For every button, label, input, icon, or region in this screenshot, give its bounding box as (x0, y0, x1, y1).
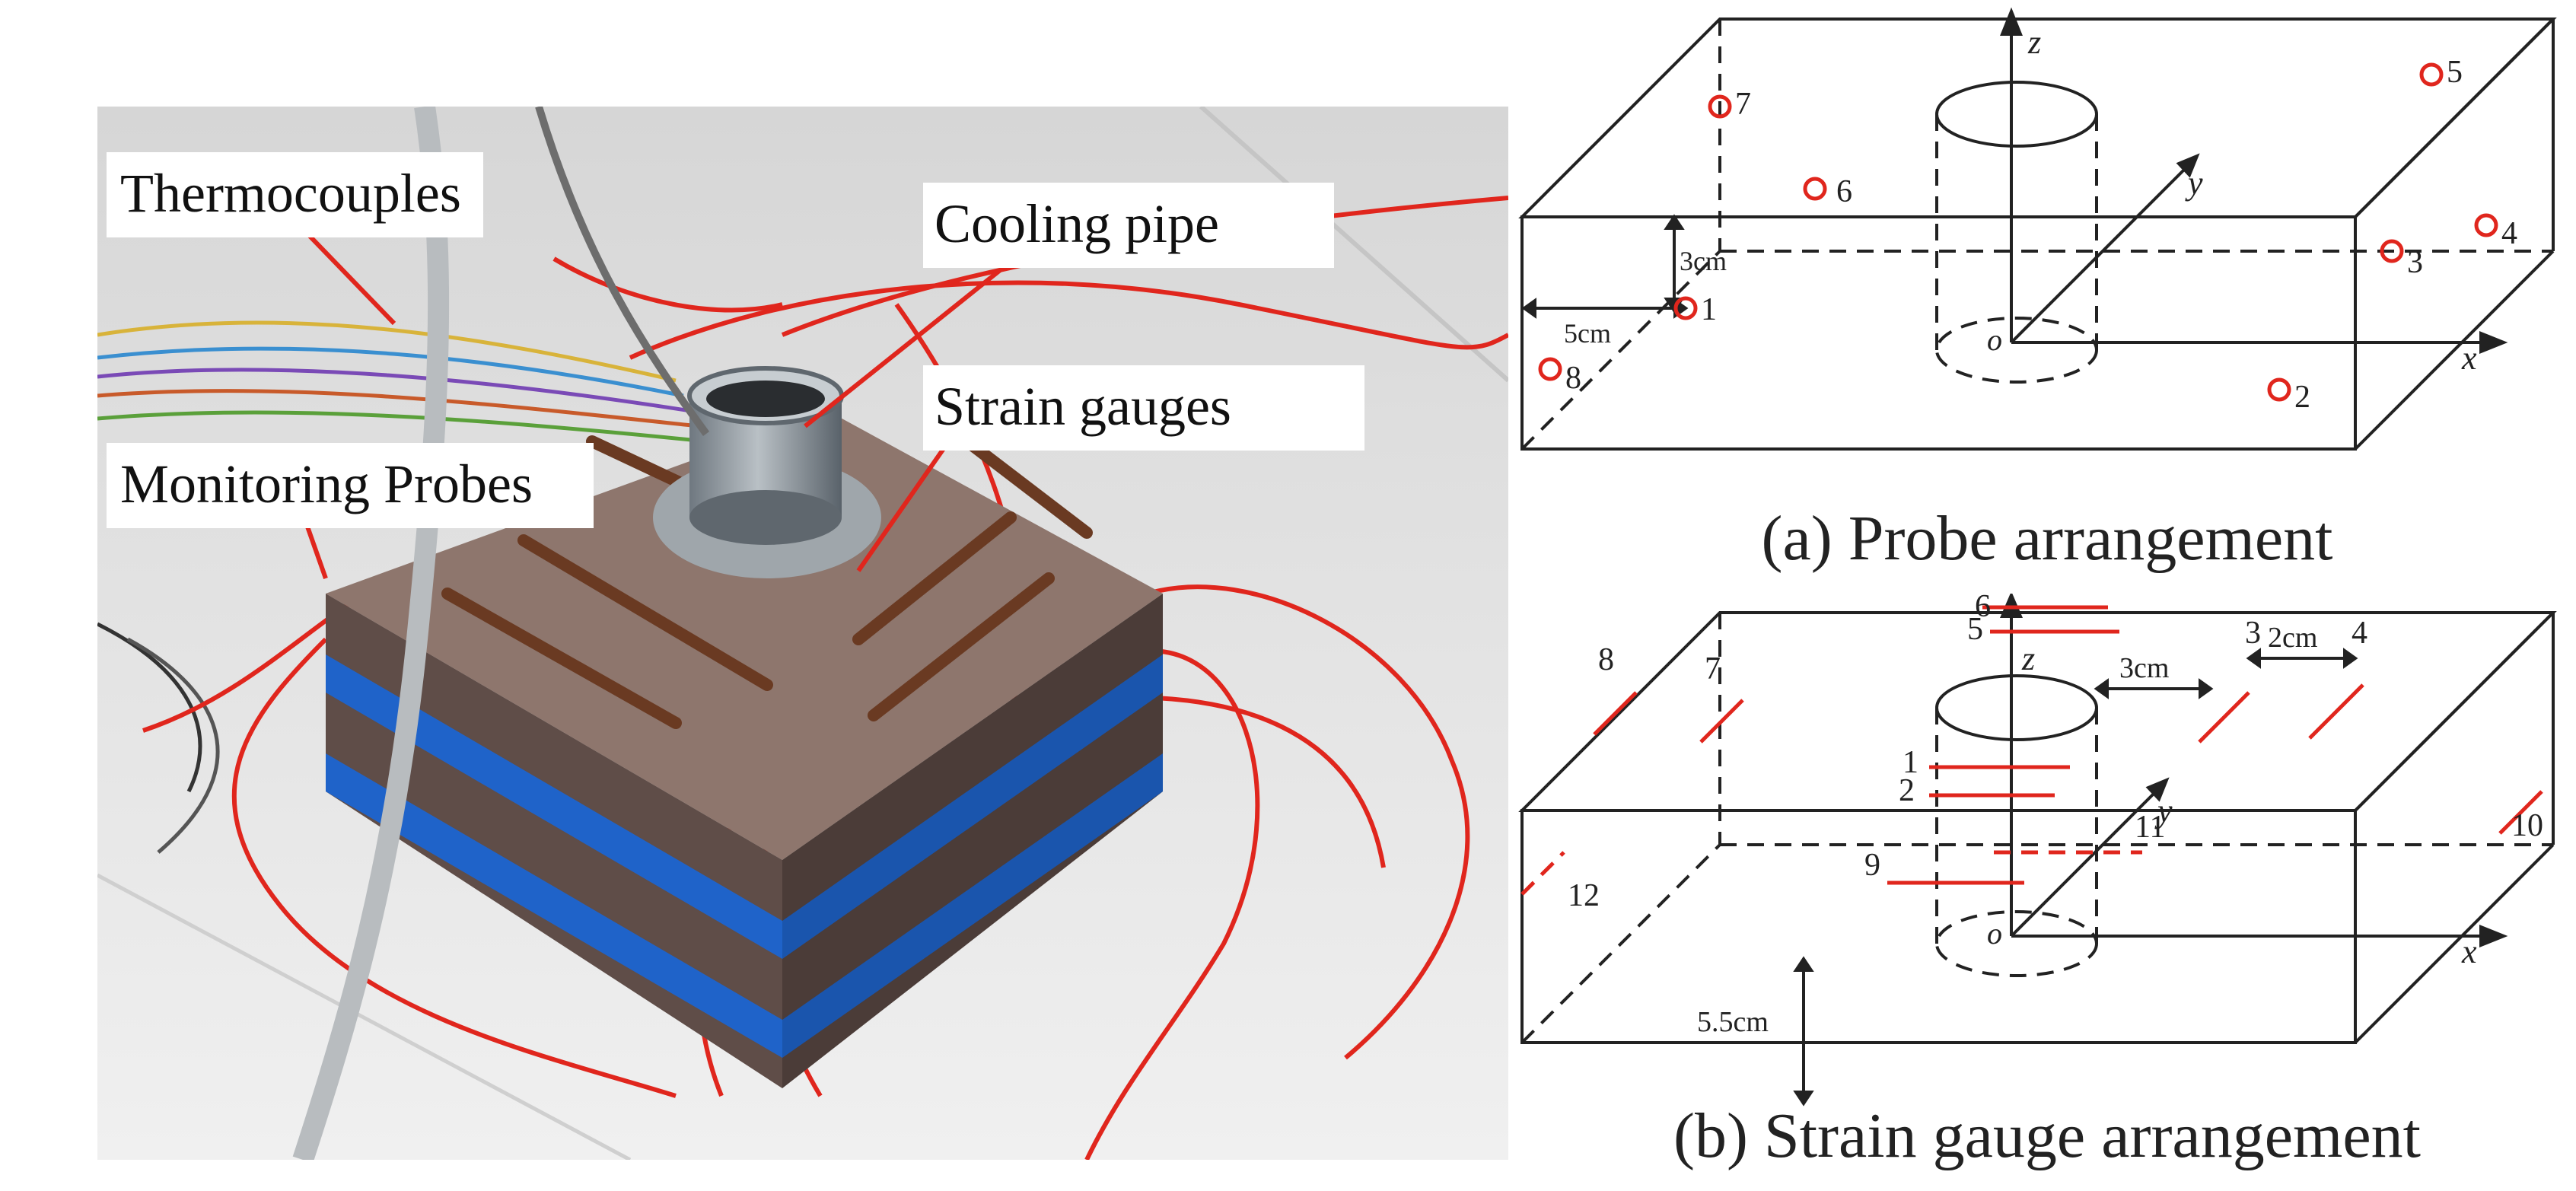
background-wires (97, 320, 707, 854)
cylinder (1935, 674, 2098, 977)
gauge-7-mark (1699, 699, 1744, 744)
gauge-10-mark (2498, 790, 2543, 835)
floor-tile-edge (1199, 107, 1508, 383)
gauge-12-mark (1520, 851, 1565, 896)
floor-tile-edge (97, 873, 632, 1160)
probe-markers (1538, 62, 2498, 402)
gauge-10-label: 10 (2511, 808, 2543, 843)
gauge-3-mark (2198, 691, 2250, 744)
gauge-11-label: 11 (2135, 810, 2165, 845)
cylinder (1935, 81, 2098, 384)
axis-x-label: x (2461, 933, 2477, 970)
axis-y-label: y (2154, 792, 2173, 830)
gauge-6-label: 6 (1975, 594, 1991, 624)
gauge-1-label: 1 (1903, 745, 1918, 780)
axes (2000, 7, 2508, 354)
gauge-8-label: 8 (1598, 642, 1614, 677)
caption-a: (a) Probe arrangement (1762, 503, 2333, 574)
label-monitoring-probes: Monitoring Probes (120, 454, 533, 514)
probe-rod (535, 107, 710, 436)
label-thermocouples: Thermocouples (120, 163, 461, 224)
probe-2-label: 2 (2294, 380, 2310, 415)
probe-4-marker (2474, 213, 2498, 237)
origin-label: o (1987, 916, 2002, 951)
grey-cable (292, 107, 450, 1160)
probe-arrangement-diagram: z y x o 3cm 5cm 1 2 3 4 5 6 7 8 (a) Prob… (1518, 7, 2557, 574)
dim-3cm: 3cm (1680, 246, 1727, 276)
dim-3cm: 3cm (2119, 652, 2169, 684)
gauge-8-mark (1593, 691, 1638, 736)
gauge-12-label: 12 (1568, 878, 1600, 913)
probe-3-marker (2380, 239, 2404, 263)
gauge-9-label: 9 (1864, 848, 1880, 883)
probe-3-label: 3 (2407, 245, 2423, 280)
strain-gauge-arrangement-diagram: z y x o 3cm 2cm 5.5cm 1 2 3 4 5 6 (1518, 594, 2557, 1171)
probe-5-label: 5 (2447, 55, 2463, 90)
probe-7-marker (1708, 94, 1732, 119)
axis-y-label: y (2185, 164, 2203, 202)
axis-x-label: x (2461, 339, 2477, 377)
probe-2-marker (2267, 377, 2291, 402)
gauge-5-label: 5 (1967, 612, 1983, 647)
gauge-3-label: 3 (2245, 616, 2261, 651)
strain-gauge-marks (1520, 605, 2543, 896)
dim-5cm: 5cm (1564, 318, 1611, 349)
probe-1-label: 1 (1701, 292, 1717, 327)
probe-8-marker (1538, 357, 1562, 381)
probe-4-label: 4 (2501, 216, 2517, 251)
origin-label: o (1987, 323, 2002, 357)
probe-6-marker (1803, 177, 1827, 201)
probe-8-label: 8 (1565, 361, 1581, 396)
cooling-pipe (653, 366, 881, 578)
gauge-4-mark (2308, 683, 2364, 740)
axis-z-label: z (2021, 640, 2035, 677)
probe-7-label: 7 (1735, 87, 1751, 122)
label-strain-gauges: Strain gauges (935, 376, 1231, 437)
gauge-4-label: 4 (2352, 616, 2367, 651)
probe-6-label: 6 (1836, 174, 1852, 209)
dim-5-5cm: 5.5cm (1697, 1006, 1769, 1038)
caption-b: (b) Strain gauge arrangement (1673, 1100, 2421, 1171)
dim-2cm: 2cm (2268, 622, 2317, 654)
probe-5-marker (2419, 62, 2444, 87)
gauge-2-label: 2 (1899, 773, 1915, 808)
probe-1-marker (1673, 296, 1698, 320)
gauge-7-label: 7 (1705, 651, 1721, 686)
axis-z-label: z (2027, 24, 2041, 61)
label-cooling-pipe: Cooling pipe (935, 193, 1219, 254)
experiment-photo: Thermocouples Cooling pipe Strain gauges… (97, 107, 1508, 1160)
